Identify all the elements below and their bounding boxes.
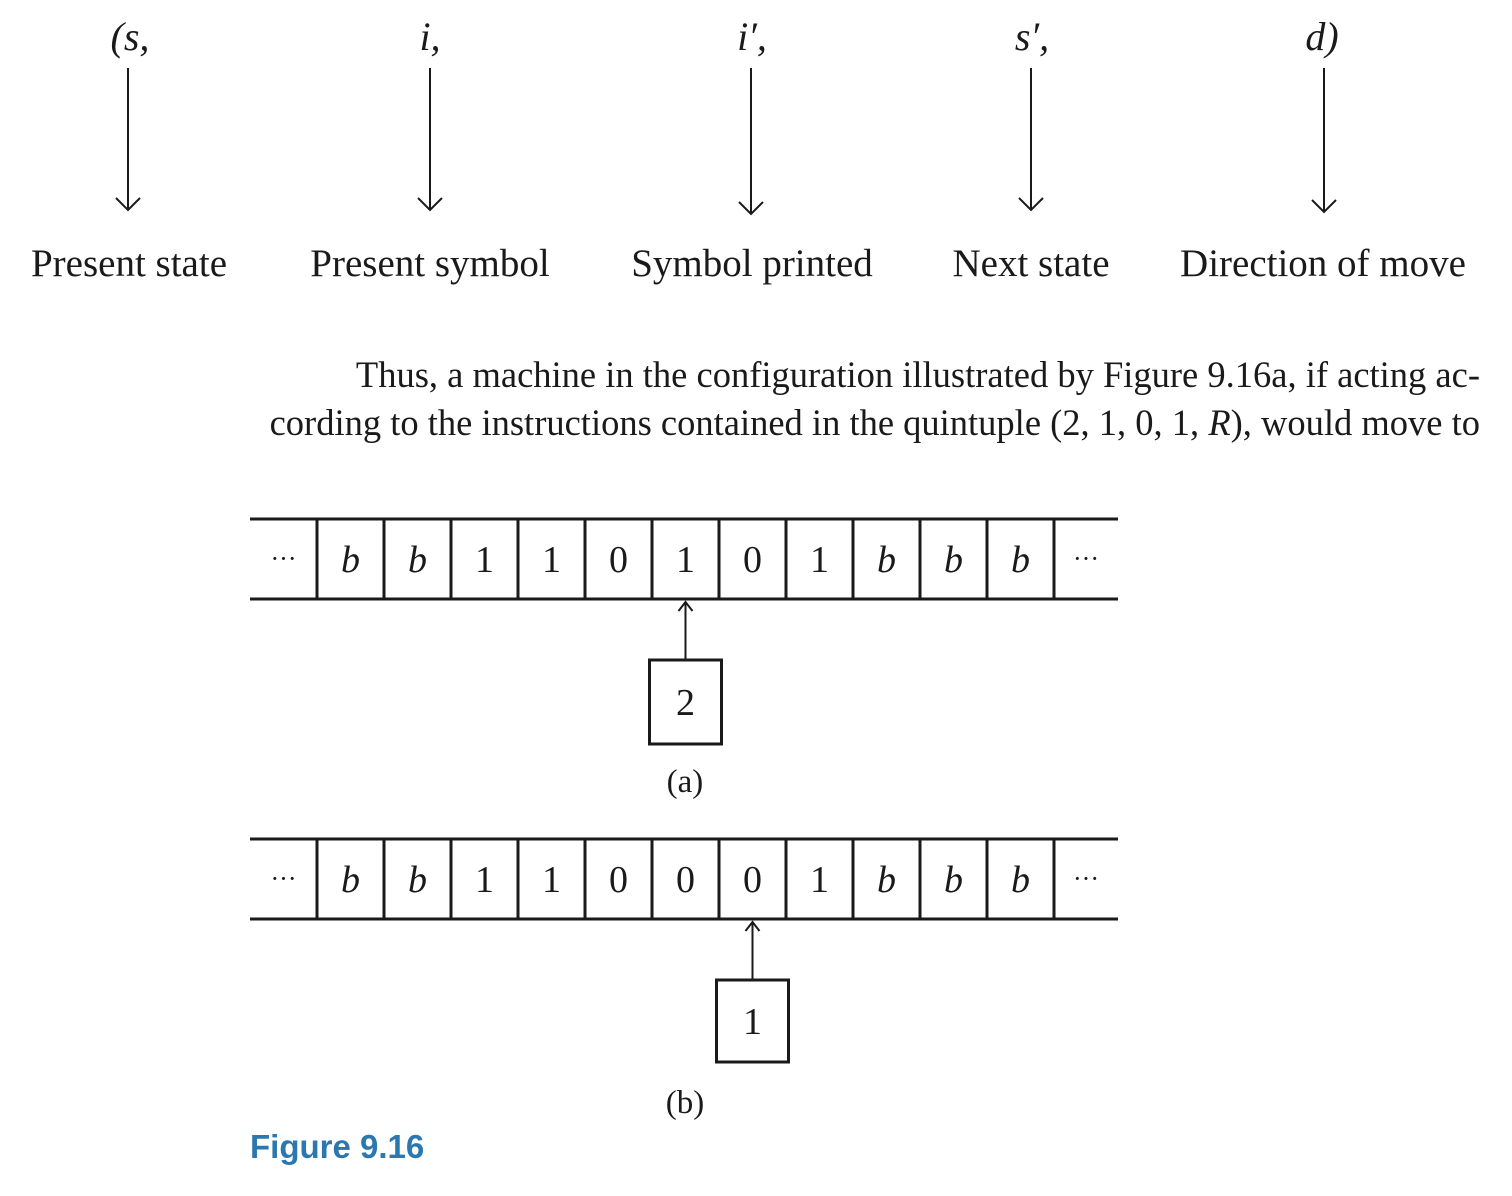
quintuple-symbol-i-prime: i′,	[737, 14, 767, 59]
tape-cell-symbol: 1	[542, 539, 561, 581]
state-label: 1	[743, 1001, 762, 1043]
figure-caption: Figure 9.16	[250, 1128, 425, 1165]
tape-cell-symbol: b	[944, 539, 963, 581]
tape-a: ··· ··· b b 1 1 0 1 0 1 b b b 2 (a)	[250, 517, 1118, 800]
state-box	[715, 978, 790, 1064]
quintuple-diagram: (s, Present state i, Present symbol i′, …	[31, 14, 1466, 285]
tape-cell-symbol: 1	[475, 539, 494, 581]
tape-cell-symbol: b	[877, 859, 896, 901]
tape-cell-symbol: 1	[475, 859, 494, 901]
tape-cell-symbol: b	[944, 859, 963, 901]
quintuple-symbol-s: (s,	[111, 14, 150, 59]
tape-cell-symbol: 1	[810, 859, 829, 901]
tape-cell-symbol: b	[408, 539, 427, 581]
label-present-symbol: Present symbol	[310, 242, 550, 285]
quintuple-symbol-d: d)	[1305, 14, 1338, 59]
tape-cell-symbol: 0	[676, 859, 695, 901]
tape-cell-symbol: 1	[542, 859, 561, 901]
tape-b: ··· ··· b b 1 1 0 0 0 1 b b b 1 (b)	[250, 837, 1118, 1121]
quintuple-col-present-state: (s, Present state	[31, 14, 227, 285]
tape-cell-symbol: b	[1011, 539, 1030, 581]
tape-cell-symbol: b	[341, 539, 360, 581]
tape-left-ellipsis: ···	[271, 544, 297, 573]
tape-cell-symbol: 0	[743, 539, 762, 581]
tape-cell-symbol: 1	[676, 539, 695, 581]
tape-right-ellipsis: ···	[1073, 544, 1099, 573]
subfigure-caption: (b)	[666, 1085, 704, 1121]
tape-cell-symbol: b	[341, 859, 360, 901]
label-direction-of-move: Direction of move	[1180, 242, 1466, 285]
paragraph-line-1: Thus, a machine in the configuration ill…	[355, 354, 1480, 395]
tape-cell-symbol: 1	[810, 539, 829, 581]
paragraph-line-2-end: ), would move to	[1230, 402, 1480, 443]
paragraph-line-2-text: cording to the instructions contained in…	[269, 402, 1209, 443]
quintuple-symbol-s-prime: s′,	[1015, 14, 1049, 59]
label-present-state: Present state	[31, 242, 227, 285]
label-symbol-printed: Symbol printed	[631, 242, 873, 285]
quintuple-col-present-symbol: i, Present symbol	[310, 14, 550, 285]
quintuple-symbol-i: i,	[419, 14, 440, 59]
paragraph-direction-r: R	[1208, 402, 1231, 443]
state-label: 2	[676, 682, 695, 724]
label-next-state: Next state	[952, 242, 1109, 285]
paragraph-line-2: cording to the instructions contained in…	[40, 399, 1480, 447]
subfigure-caption: (a)	[667, 764, 704, 800]
tape-left-ellipsis: ···	[271, 864, 297, 893]
quintuple-col-symbol-printed: i′, Symbol printed	[631, 14, 873, 285]
arrow-up-icon	[744, 920, 761, 932]
quintuple-col-next-state: s′, Next state	[952, 14, 1109, 285]
tape-right-ellipsis: ···	[1073, 864, 1099, 893]
tape-cell-symbol: b	[408, 859, 427, 901]
tape-cell-symbol: 0	[609, 539, 628, 581]
tape-cell-symbol: 0	[609, 859, 628, 901]
tape-cell-symbol: 0	[743, 859, 762, 901]
arrow-up-icon	[677, 600, 694, 612]
quintuple-col-direction: d) Direction of move	[1180, 14, 1466, 285]
tape-cell-symbol: b	[877, 539, 896, 581]
tape-cell-symbol: b	[1011, 859, 1030, 901]
state-box	[648, 658, 723, 746]
